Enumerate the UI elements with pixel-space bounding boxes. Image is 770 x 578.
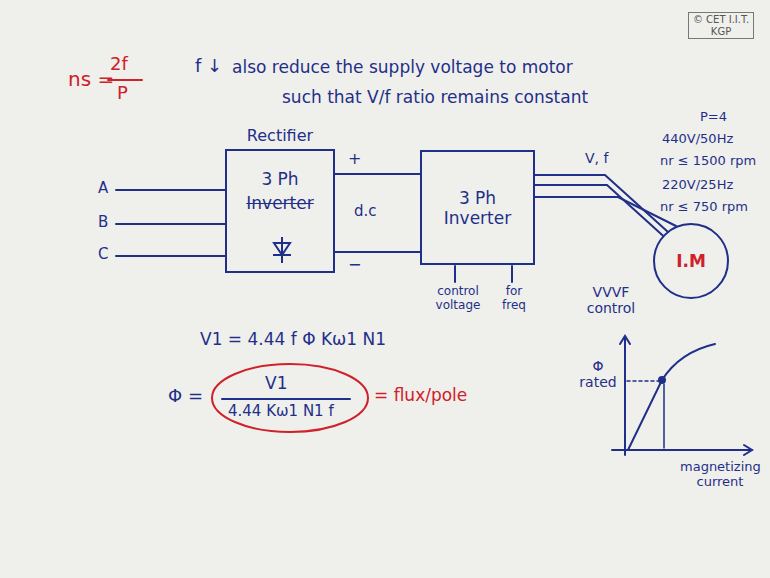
board-label: Φ rated — [576, 358, 620, 390]
block-outline: 3 Ph Inverter — [225, 149, 335, 273]
dc-wire — [335, 251, 420, 253]
wire-connector — [535, 185, 664, 236]
board-label: A — [98, 180, 108, 197]
graph-axis — [624, 338, 626, 455]
board-label: V1 — [265, 374, 287, 394]
board-label: V1 = 4.44 f Φ Kω1 N1 — [200, 330, 386, 350]
board-label: f ↓ — [195, 56, 222, 77]
board-label: © CET I.I.T. KGP — [688, 12, 754, 39]
board-label: − — [348, 256, 361, 274]
control-lead — [511, 266, 513, 282]
guide-line — [663, 384, 665, 448]
board-label: P=4 — [700, 110, 727, 125]
block-heading: Rectifier — [225, 126, 335, 145]
board-label: 220V/25Hz — [662, 178, 733, 193]
board-label: control voltage — [428, 285, 488, 313]
board-label: 4.44 Kω1 N1 f — [228, 403, 334, 420]
board-label: C — [98, 246, 108, 263]
highlight-oval — [212, 364, 368, 432]
board-label: + — [348, 150, 361, 168]
board-label: VVVF control — [580, 284, 642, 316]
board-label: such that V/f ratio remains constant — [282, 88, 588, 108]
axis-arrow — [744, 445, 752, 455]
board-label: P — [117, 83, 128, 104]
phase-wire — [116, 255, 225, 257]
output-wire — [535, 197, 676, 226]
board-label: for freq — [494, 285, 534, 313]
control-lead — [454, 266, 456, 282]
board-label: 440V/50Hz — [662, 132, 733, 147]
graph-axis — [612, 449, 752, 451]
magnetization-curve — [628, 344, 715, 450]
board-label: nr ≤ 750 rpm — [660, 200, 748, 215]
axis-arrow — [620, 336, 630, 344]
board-label: ns = — [68, 68, 114, 91]
phase-wire — [116, 223, 225, 225]
board-label: V, f — [585, 150, 608, 166]
board-label: d.c — [354, 203, 377, 220]
rated-point — [659, 377, 665, 383]
board-label: = flux/pole — [374, 386, 467, 406]
rectifier-block: Rectifier 3 Ph Inverter — [225, 126, 335, 273]
wire-connector — [335, 173, 420, 175]
phase-wire — [116, 189, 225, 191]
block-text: Inverter — [233, 193, 327, 213]
motor-label: I.M — [676, 251, 706, 271]
inverter-block: 3 Ph Inverter — [420, 150, 535, 265]
board-label: magnetizing current — [680, 460, 760, 490]
board-label: nr ≤ 1500 rpm — [660, 154, 756, 169]
board-label: Φ = — [168, 386, 203, 407]
board-label: B — [98, 214, 108, 231]
board-label: also reduce the supply voltage to motor — [232, 58, 573, 78]
guide-line — [627, 380, 660, 382]
diode-symbol — [267, 235, 297, 265]
fraction-bar — [222, 398, 350, 400]
board-label: 2f — [110, 54, 128, 75]
motor-circle: I.M — [652, 222, 730, 300]
block-text: 3 Ph — [233, 169, 327, 189]
block-text: 3 Ph Inverter — [438, 188, 518, 228]
